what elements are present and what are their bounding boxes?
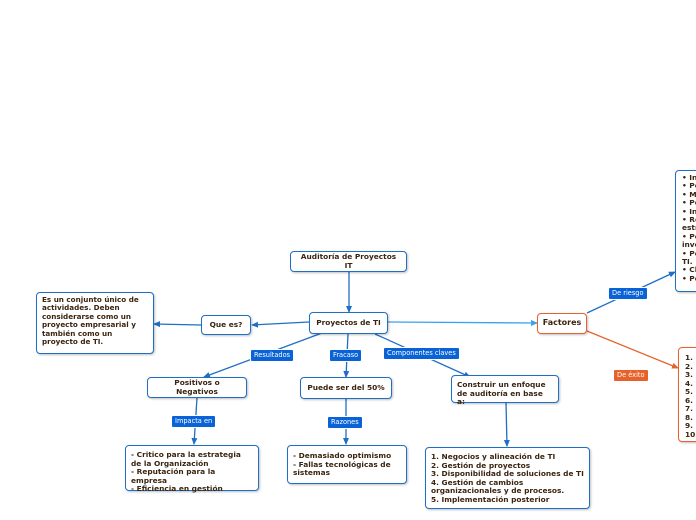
label-resultados: Resultados (251, 350, 294, 361)
exito-list-node[interactable]: 1. 2. 3. 4. 5. 6. 7. 8. 9. 10 (678, 347, 696, 442)
label-de-riesgo: De riesgo (609, 288, 647, 299)
label-de-exito: De éxito (614, 370, 648, 381)
factores-node[interactable]: Factores (537, 313, 587, 334)
link-proyectos-factores (387, 319, 538, 326)
riesgo-list-node[interactable]: • In • Pe • M • Pe • In • Re estr • Pe i… (675, 170, 696, 292)
proyectos-node[interactable]: Proyectos de TI (309, 312, 388, 334)
que-es-node[interactable]: Que es? (201, 315, 251, 335)
audit-node[interactable]: Auditoría de Proyectos IT (290, 251, 407, 272)
link-factores-exito (586, 330, 679, 369)
basis-node[interactable]: 1. Negocios y alineación de TI 2. Gestió… (425, 447, 590, 509)
link-proyectos-quees (251, 321, 310, 328)
positivos-node[interactable]: Positivos o Negativos (147, 377, 247, 398)
link-quees-definition (153, 321, 202, 328)
impacts-node[interactable]: - Critico para la estrategia de la Organ… (125, 445, 259, 493)
label-razones: Razones (328, 417, 362, 428)
fracaso-pct-node[interactable]: Puede ser del 50% (300, 377, 392, 399)
label-fracaso: Fracaso (330, 350, 362, 361)
definition-node[interactable]: Es un conjunto único de actividades. Deb… (36, 292, 154, 354)
enfoque-node[interactable]: Construir un enfoque de auditoría en bas… (451, 375, 559, 406)
link-enfoque-basis (503, 402, 510, 447)
reasons-node[interactable]: - Demasiado optimismo - Fallas tecnológi… (287, 445, 407, 484)
label-componentes: Componentes claves (384, 348, 459, 359)
label-impacta: Impacta en (172, 416, 216, 427)
